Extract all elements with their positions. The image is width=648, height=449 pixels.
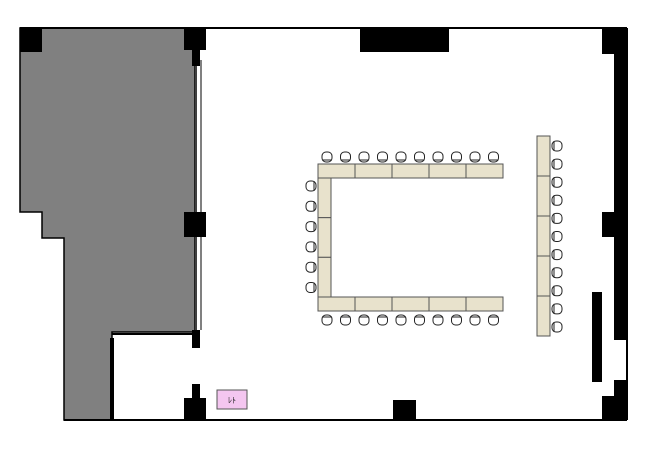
restroom-sign-icon: ﾚﾄ [228, 396, 236, 405]
chair-icon [358, 151, 370, 163]
chair-icon [432, 151, 444, 163]
chair-icon [414, 151, 425, 163]
chair-icon [377, 151, 388, 163]
pillar-top-mid-left [184, 28, 206, 50]
pillar-top-left [20, 28, 42, 52]
table [391, 296, 430, 312]
table [465, 163, 504, 179]
chair-icon [305, 261, 317, 273]
partition-right [592, 292, 602, 382]
chair-icon [321, 151, 333, 163]
chair-icon [551, 303, 563, 315]
chair-icon [377, 314, 388, 326]
chair-icon [551, 194, 563, 206]
chair-icon [551, 267, 563, 279]
table [428, 163, 467, 179]
right-column-tables [536, 135, 551, 337]
pillar-mid-right [602, 212, 627, 237]
table [317, 217, 332, 258]
chair-icon [488, 151, 499, 163]
chair-icon [305, 282, 317, 293]
table [391, 163, 430, 179]
chair-icon [551, 249, 563, 261]
chair-icon [551, 158, 563, 170]
table [317, 177, 332, 219]
u-shape-tables [317, 163, 504, 312]
chair-icon [305, 180, 317, 192]
chair-icon [469, 314, 481, 326]
u-shape-chairs [305, 151, 499, 326]
table [428, 296, 467, 312]
chair-icon [340, 314, 351, 326]
table [317, 163, 356, 179]
wall-segment-right-1 [614, 54, 627, 212]
table [354, 163, 393, 179]
chair-icon [488, 314, 499, 326]
table [317, 296, 356, 312]
table [536, 175, 551, 217]
restroom-sign: ﾚﾄ [216, 389, 248, 410]
right-column-chairs [551, 140, 563, 333]
chair-icon [469, 151, 481, 163]
pillar-mid-left [184, 212, 206, 237]
table [317, 256, 332, 298]
pillars [20, 28, 627, 420]
chair-icon [358, 314, 370, 326]
chair-icon [551, 140, 563, 152]
chair-icon [395, 151, 407, 163]
pillar-bottom-left [184, 398, 206, 420]
chair-icon [551, 231, 563, 242]
table [536, 135, 551, 177]
chair-icon [451, 151, 462, 163]
chair-icon [395, 314, 407, 326]
table [354, 296, 393, 312]
chair-icon [432, 314, 444, 326]
pillar-top-right [602, 28, 627, 54]
wall-segment-right-3 [614, 380, 627, 396]
chair-icon [551, 176, 563, 188]
pillar-bottom-right [602, 396, 627, 420]
chair-icon [551, 285, 563, 297]
chair-icon [551, 321, 563, 333]
chair-icon [414, 314, 425, 326]
table [536, 295, 551, 337]
chair-icon [305, 241, 317, 253]
table [465, 296, 504, 312]
pillar-top-center [360, 28, 449, 52]
table [536, 255, 551, 297]
pillar-bottom-center [393, 400, 416, 420]
chair-icon [305, 200, 317, 212]
chair-icon [451, 314, 462, 326]
chair-icon [305, 221, 317, 233]
chair-icon [321, 314, 333, 326]
chair-icon [551, 212, 563, 224]
table [536, 215, 551, 257]
chair-icon [340, 151, 351, 163]
wall-segment-right-2 [614, 237, 627, 340]
